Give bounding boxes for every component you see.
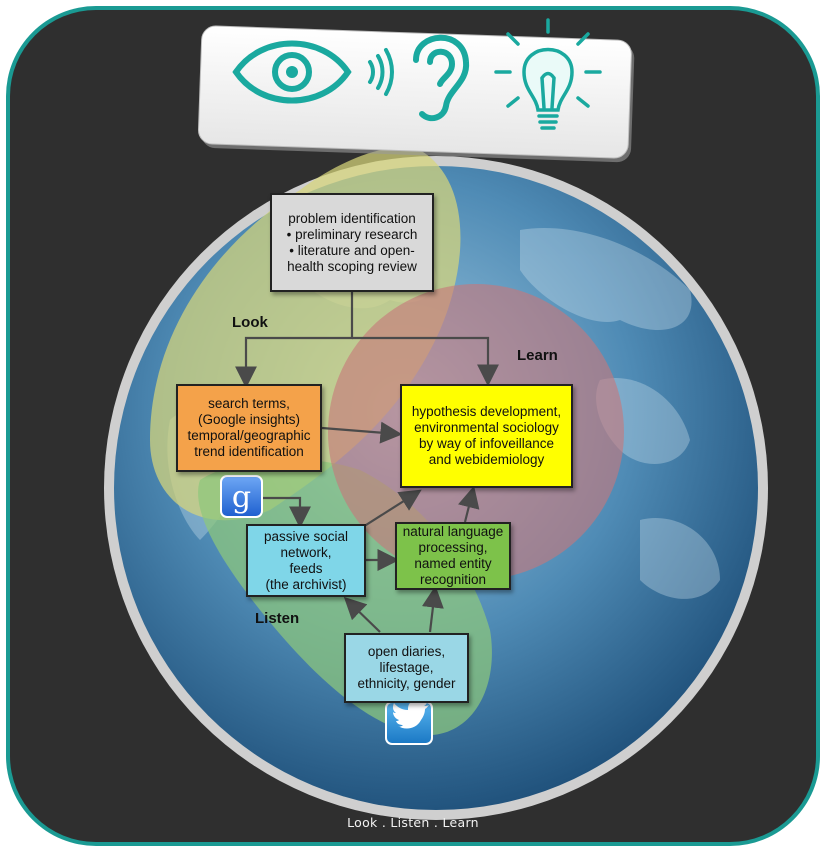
look-label: Look: [232, 314, 268, 331]
hypothesis-text: hypothesis development, environmental so…: [411, 404, 562, 467]
problem-identification-box: problem identification • preliminary res…: [270, 193, 434, 292]
listen-label: Listen: [255, 610, 300, 627]
open-diaries-text: open diaries, lifestage, ethnicity, gend…: [357, 644, 456, 691]
google-badge-letter: g: [232, 480, 251, 515]
lightbulb-icon: [494, 18, 602, 130]
social-network-text: passive social network, feeds (the archi…: [263, 528, 349, 592]
footer-caption: Look . Listen . Learn: [347, 815, 479, 830]
search-terms-text: search terms, (Google insights) temporal…: [187, 396, 311, 459]
google-badge: g: [220, 475, 263, 518]
search-terms-box: search terms, (Google insights) temporal…: [176, 384, 322, 472]
twitter-badge: [385, 700, 433, 745]
nlp-text: natural language processing, named entit…: [402, 524, 504, 587]
eye-icon: [232, 40, 352, 104]
learn-label: Learn: [517, 347, 558, 364]
sound-waves-icon: [368, 48, 394, 96]
hypothesis-box: hypothesis development, environmental so…: [400, 384, 573, 488]
open-diaries-box: open diaries, lifestage, ethnicity, gend…: [344, 633, 469, 703]
problem-identification-text: problem identification • preliminary res…: [286, 210, 418, 274]
twitter-bird-icon: [392, 700, 429, 729]
ear-icon: [413, 34, 470, 122]
nlp-box: natural language processing, named entit…: [395, 522, 511, 590]
connectors: [235, 292, 499, 633]
social-network-box: passive social network, feeds (the archi…: [246, 524, 366, 597]
